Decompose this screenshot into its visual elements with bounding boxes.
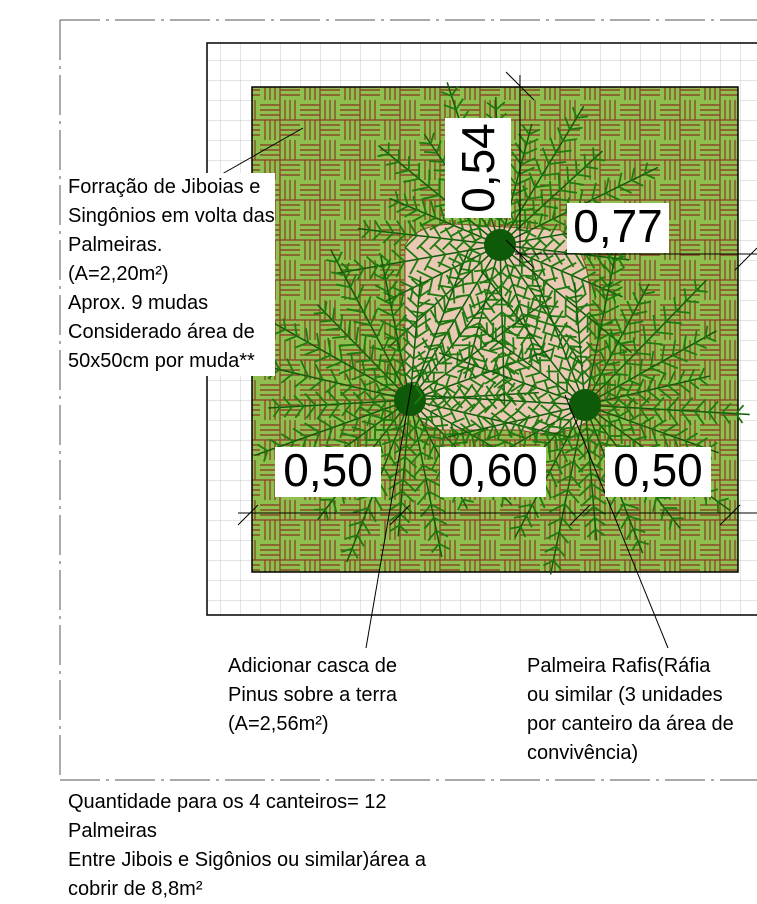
- dimension-top-right: 0,77: [567, 203, 669, 253]
- dimension-top-vertical: 0,54: [445, 118, 511, 218]
- ground-cover-note: Forração de Jiboias e Singônios em volta…: [68, 173, 275, 376]
- quantity-note: Quantidade para os 4 canteiros= 12 Palme…: [68, 788, 426, 904]
- dimension-bottom-center: 0,60: [440, 447, 546, 497]
- palm-note: Palmeira Rafis(Ráfia ou similar (3 unida…: [527, 652, 757, 768]
- dimension-bottom-right: 0,50: [605, 447, 711, 497]
- dimension-bottom-left: 0,50: [275, 447, 381, 497]
- pine-bark-note: Adicionar casca de Pinus sobre a terra (…: [228, 652, 397, 739]
